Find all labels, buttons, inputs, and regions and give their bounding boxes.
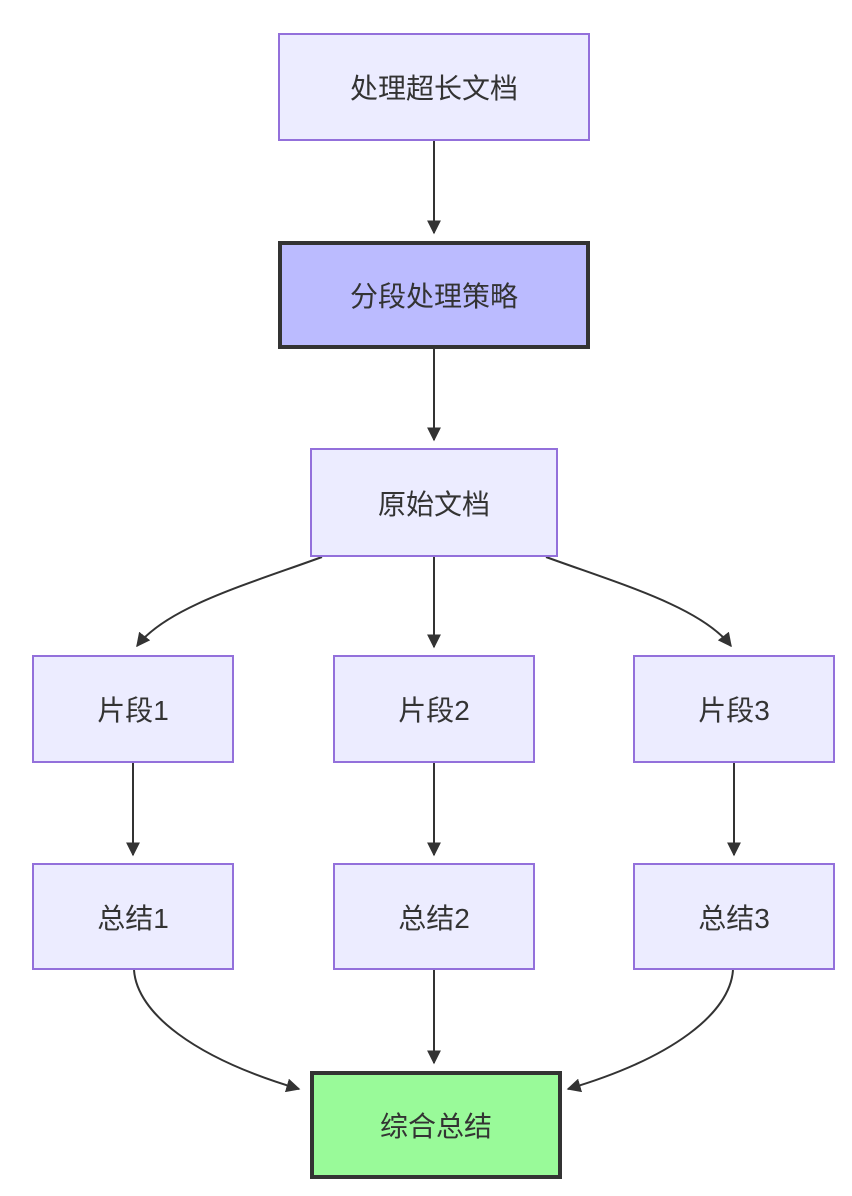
node-process-long-document-label: 处理超长文档 xyxy=(349,73,518,104)
node-segmentation-strategy: 分段处理策略 xyxy=(278,241,590,349)
node-summary-2-label: 总结2 xyxy=(398,902,470,934)
node-process-long-document: 处理超长文档 xyxy=(278,33,590,141)
node-combined-summary: 综合总结 xyxy=(310,1071,562,1179)
node-fragment-3: 片段3 xyxy=(633,655,835,763)
node-summary-3-label: 总结3 xyxy=(698,902,770,934)
node-fragment-1: 片段1 xyxy=(32,655,234,763)
edge-original-to-fragment1 xyxy=(136,556,323,648)
node-summary-1-label: 总结1 xyxy=(97,902,169,934)
node-original-document-label: 原始文档 xyxy=(377,488,490,520)
node-segmentation-strategy-label: 分段处理策略 xyxy=(349,281,518,312)
node-fragment-2-label: 片段2 xyxy=(398,695,470,726)
node-summary-1: 总结1 xyxy=(32,863,234,970)
node-fragment-2: 片段2 xyxy=(333,655,535,763)
node-combined-summary-label: 综合总结 xyxy=(379,1111,492,1142)
edge-summary1-to-combined xyxy=(133,969,301,1093)
node-fragment-3-label: 片段3 xyxy=(698,695,770,726)
node-summary-2: 总结2 xyxy=(333,863,535,970)
node-original-document: 原始文档 xyxy=(310,448,558,557)
edge-summary3-to-combined xyxy=(566,969,734,1093)
edge-original-to-fragment3 xyxy=(545,556,732,648)
node-summary-3: 总结3 xyxy=(633,863,835,970)
node-fragment-1-label: 片段1 xyxy=(97,695,169,726)
